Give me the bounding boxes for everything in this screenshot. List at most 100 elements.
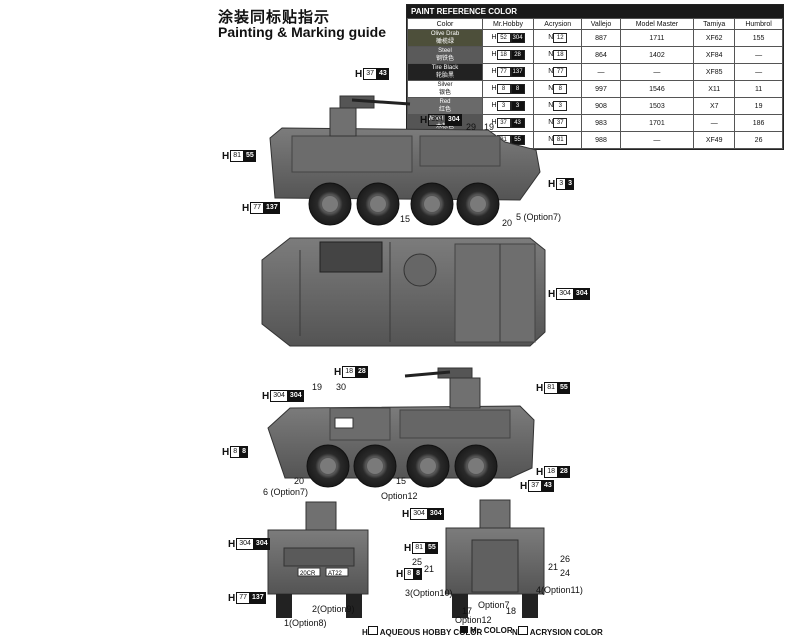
col-humbrol: Humbrol <box>734 18 783 30</box>
title-english: Painting & Marking guide <box>218 24 387 40</box>
col-tamiya: Tamiya <box>693 18 736 30</box>
tamiya-code: XF85 <box>693 63 736 81</box>
paint-reference-table: PAINT REFERENCE COLOR Color Mr.Hobby Acr… <box>406 4 784 150</box>
model-master-code: 1503 <box>619 97 695 115</box>
label-19-right: 19 <box>312 382 323 392</box>
label-29: 29 <box>466 122 477 132</box>
humbrol-code: — <box>734 63 783 81</box>
humbrol-code: 186 <box>734 114 783 132</box>
label-20-right: 20 <box>294 476 305 486</box>
top-plan-view <box>261 237 546 347</box>
tamiya-code: XF49 <box>693 131 736 149</box>
vallejo-code: 864 <box>581 46 621 64</box>
label-option7-back: Option7 <box>478 600 510 610</box>
humbrol-code: — <box>734 46 783 64</box>
label-21-left: 21 <box>424 564 435 574</box>
col-color: Color <box>407 18 483 30</box>
label-20: 20 <box>502 218 513 228</box>
label-17: 17 <box>462 606 473 616</box>
label-15-right: 15 <box>396 476 407 486</box>
front-plate-right: AT22 <box>328 571 343 577</box>
vallejo-code: 988 <box>581 131 621 149</box>
label-26: 26 <box>560 554 571 564</box>
label-21-right: 21 <box>548 562 559 572</box>
humbrol-code: 19 <box>734 97 783 115</box>
label-30: 30 <box>336 382 347 392</box>
paint-table-header-row: Color Mr.Hobby Acrysion Vallejo Model Ma… <box>407 18 783 30</box>
vallejo-code: 887 <box>581 29 621 47</box>
col-acrysion: Acrysion <box>532 18 583 30</box>
tamiya-code: XF84 <box>693 46 736 64</box>
label-5-option7: 5 (Option7) <box>516 212 562 222</box>
model-master-code: — <box>619 63 695 81</box>
tamiya-code: XF62 <box>693 29 736 47</box>
label-15: 15 <box>400 214 411 224</box>
vallejo-code: 983 <box>581 114 621 132</box>
tamiya-code: X11 <box>693 80 736 98</box>
tamiya-code: — <box>693 114 736 132</box>
humbrol-code: 11 <box>734 80 783 98</box>
col-vallejo: Vallejo <box>581 18 621 30</box>
front-view: 20CR AT22 <box>267 501 369 618</box>
humbrol-code: 155 <box>734 29 783 47</box>
label-6-option7: 6 (Option7) <box>263 487 309 497</box>
model-master-code: 1701 <box>619 114 695 132</box>
col-model-master: Model Master <box>619 18 695 30</box>
vallejo-code: 997 <box>581 80 621 98</box>
label-2-option9: 2(Option9) <box>312 604 355 614</box>
vallejo-code: 908 <box>581 97 621 115</box>
label-24: 24 <box>560 568 571 578</box>
paint-table-title: PAINT REFERENCE COLOR <box>407 5 783 18</box>
paint-row: Wood Brown木棕色H3743N379831701—186 <box>407 114 783 132</box>
vallejo-code: — <box>581 63 621 81</box>
label-3-option10: 3(Option10) <box>405 588 453 598</box>
tamiya-code: X7 <box>693 97 736 115</box>
label-option12: Option12 <box>381 491 418 501</box>
label-1-option8: 1(Option8) <box>284 618 327 628</box>
label-19: 19 <box>484 122 495 132</box>
humbrol-code: 26 <box>734 131 783 149</box>
model-master-code: 1711 <box>619 29 695 47</box>
label-4-option11: 4(Option11) <box>536 585 583 595</box>
title-chinese: 涂装同标贴指示 <box>218 8 331 26</box>
